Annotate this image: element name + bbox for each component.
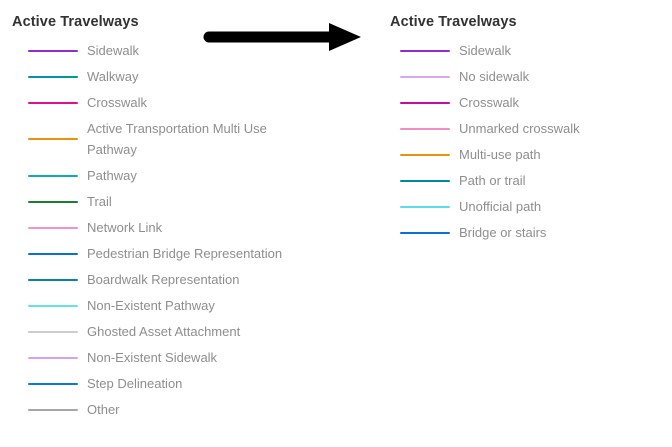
line-swatch: [400, 127, 450, 130]
right-arrow-icon: [203, 23, 361, 51]
legend-item-label: Step Delineation: [87, 376, 183, 391]
legend-before: Active Travelways Sidewalk Walkway Cross…: [12, 12, 322, 425]
legend-item: Unmarked crosswalk: [400, 118, 660, 139]
line-swatch: [28, 200, 78, 203]
legend-item: Non-Existent Sidewalk: [28, 347, 322, 368]
legend-item: Sidewalk: [28, 40, 322, 61]
legend-item-label: Bridge or stairs: [459, 225, 547, 240]
legend-item: Network Link: [28, 217, 322, 238]
line-swatch: [28, 408, 78, 411]
line-swatch: [28, 138, 78, 140]
line-swatch: [28, 226, 78, 229]
legend-item-label: Trail: [87, 194, 112, 209]
legend-item: Sidewalk: [400, 40, 660, 61]
legend-item-label: Multi-use path: [459, 147, 541, 162]
line-swatch: [28, 278, 78, 281]
line-swatch: [28, 49, 78, 52]
line-swatch: [28, 75, 78, 78]
legend-item-label: Non-Existent Pathway: [87, 298, 215, 313]
legend-item-label: Unofficial path: [459, 199, 542, 214]
line-swatch: [28, 304, 78, 307]
legend-item-label: Other: [87, 402, 120, 417]
line-swatch: [28, 101, 78, 104]
legend-item-label: Walkway: [87, 69, 139, 84]
line-swatch: [28, 382, 78, 385]
legend-item: Non-Existent Pathway: [28, 295, 322, 316]
before-to-after-arrow: [203, 22, 363, 52]
legend-item-label: Boardwalk Representation: [87, 272, 240, 287]
legend-item: Walkway: [28, 66, 322, 87]
legend-item: Multi-use path: [400, 144, 660, 165]
line-swatch: [400, 49, 450, 52]
legend-item: Pedestrian Bridge Representation: [28, 243, 322, 264]
legend-item: Crosswalk: [400, 92, 660, 113]
line-swatch: [28, 356, 78, 359]
legend-item: Bridge or stairs: [400, 222, 660, 243]
line-swatch: [28, 252, 78, 255]
legend-item-label: Unmarked crosswalk: [459, 121, 580, 136]
line-swatch: [400, 75, 450, 78]
legend-item: Step Delineation: [28, 373, 322, 394]
legend-item-label: Pathway: [87, 168, 137, 183]
legend-after-title: Active Travelways: [390, 14, 517, 30]
legend-item-label: Crosswalk: [459, 95, 519, 110]
legend-item-label: No sidewalk: [459, 69, 530, 84]
legend-item-label: Sidewalk: [87, 43, 140, 58]
legend-item: Unofficial path: [400, 196, 660, 217]
legend-item-label: Ghosted Asset Attachment: [87, 324, 241, 339]
legend-after: Active Travelways Sidewalk No sidewalk C…: [390, 12, 660, 248]
legend-item: Ghosted Asset Attachment: [28, 321, 322, 342]
legend-item: Active Transportation Multi Use Pathway: [28, 118, 322, 160]
legend-item-label: Network Link: [87, 220, 163, 235]
legend-item: Other: [28, 399, 322, 420]
legend-after-items: Sidewalk No sidewalk Crosswalk Unmarked …: [390, 40, 660, 243]
legend-item: Pathway: [28, 165, 322, 186]
line-swatch: [28, 174, 78, 177]
legend-item: Trail: [28, 191, 322, 212]
legend-before-title: Active Travelways: [12, 14, 139, 30]
line-swatch: [400, 231, 450, 234]
legend-item: Path or trail: [400, 170, 660, 191]
legend-before-items: Sidewalk Walkway Crosswalk Active Transp…: [12, 40, 322, 420]
legend-item-label: Path or trail: [459, 173, 526, 188]
line-swatch: [400, 101, 450, 104]
legend-item: No sidewalk: [400, 66, 660, 87]
line-swatch: [400, 153, 450, 156]
line-swatch: [400, 205, 450, 208]
legend-item-label: Pedestrian Bridge Representation: [87, 246, 283, 261]
legend-item: Boardwalk Representation: [28, 269, 322, 290]
legend-item-label: Non-Existent Sidewalk: [87, 350, 218, 365]
line-swatch: [400, 179, 450, 182]
line-swatch: [28, 330, 78, 333]
legend-item-label: Active Transportation Multi Use Pathway: [87, 121, 267, 157]
legend-item: Crosswalk: [28, 92, 322, 113]
legend-item-label: Sidewalk: [459, 43, 512, 58]
legend-item-label: Crosswalk: [87, 95, 147, 110]
